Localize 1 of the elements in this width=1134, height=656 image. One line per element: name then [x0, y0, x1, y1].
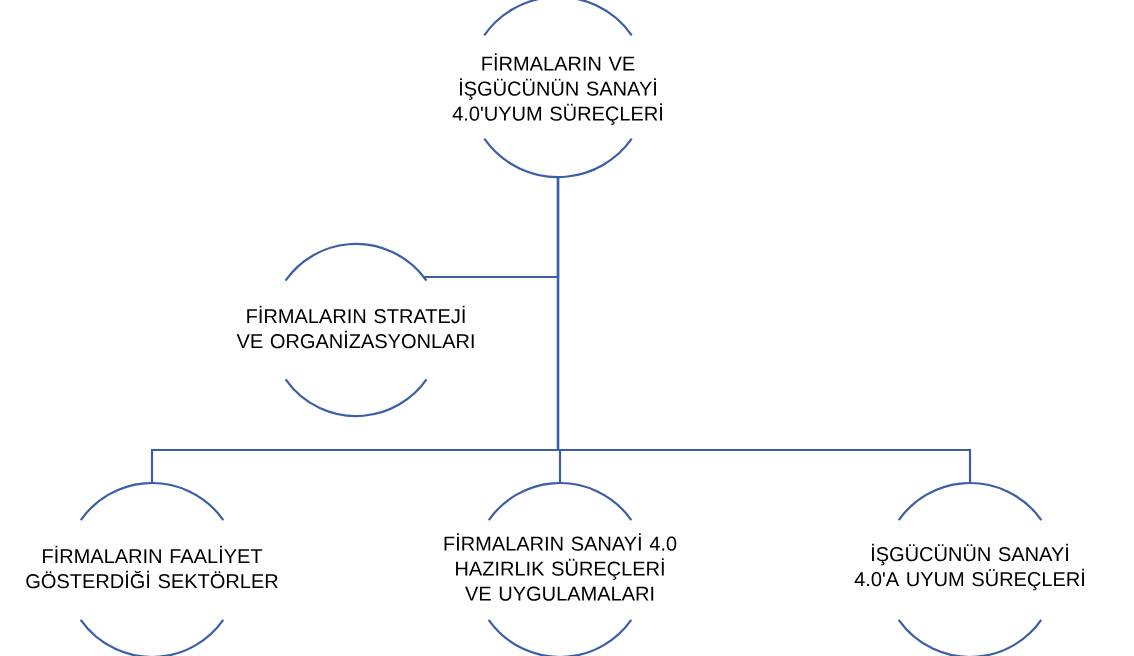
connector-line — [556, 177, 972, 483]
